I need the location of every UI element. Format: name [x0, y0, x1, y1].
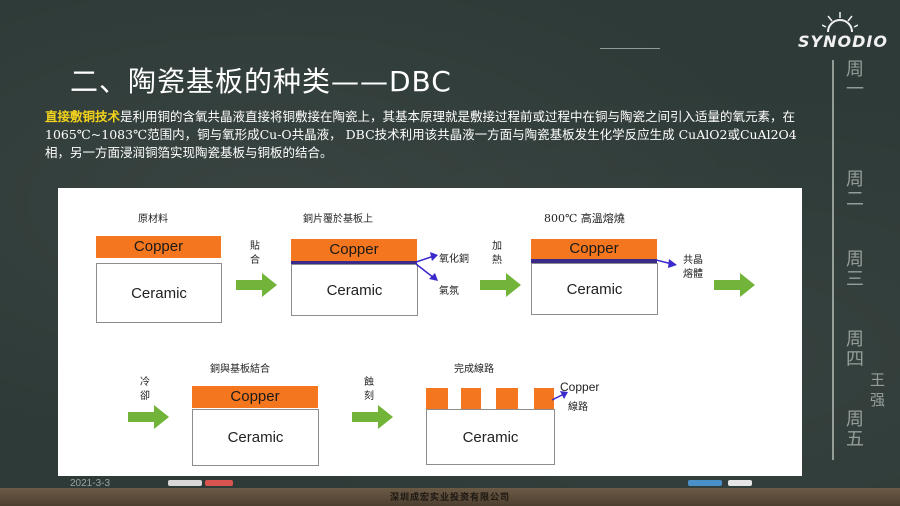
green-arrow-icon	[128, 405, 169, 429]
board-word-6: 周五	[846, 409, 864, 450]
step3-note-eutectic: 共晶熔體	[683, 255, 703, 280]
footer-company: 深圳成宏实业投资有限公司	[389, 493, 510, 503]
step5-caption: 完成線路	[454, 364, 494, 375]
dbc-process-diagram: 原材料 Copper Ceramic 貼合 銅片覆於基板上 Copper Cer…	[58, 188, 802, 476]
slide-date: 2021-3-3	[70, 478, 111, 489]
board-word-5: 王强	[870, 371, 886, 409]
step3-ceramic-block: Ceramic	[531, 263, 658, 315]
step5-copper-trace-1	[426, 388, 448, 410]
step1-caption: 原材料	[138, 214, 168, 225]
step2-ceramic-block: Ceramic	[291, 264, 418, 316]
step5-copper-trace-4	[534, 388, 554, 410]
step4-ceramic-block: Ceramic	[192, 409, 319, 466]
board-frame-bottom	[0, 488, 900, 506]
step2-caption: 銅片覆於基板上	[303, 214, 373, 225]
step5-note-copper: Copper	[560, 380, 600, 394]
green-arrow-icon	[714, 273, 755, 297]
chalk-piece-red	[205, 480, 233, 486]
step2-note-atmosphere: 氣氛	[439, 286, 459, 297]
arrow4-label: 蝕刻	[364, 377, 374, 402]
green-arrow-icon	[480, 273, 521, 297]
step1-copper-layer: Copper	[96, 236, 221, 258]
green-arrow-icon	[352, 405, 393, 429]
step5-pointer-arrow-icon	[552, 391, 568, 401]
chalk-piece-white	[168, 480, 202, 486]
arrow2-label: 加熱	[492, 241, 502, 266]
step3-pointer-arrow-icon	[656, 259, 677, 268]
green-arrow-icon	[236, 273, 277, 297]
board-word-1: 周一	[846, 59, 864, 100]
board-word-4: 周四	[846, 329, 864, 370]
step2-note-oxide: 氧化銅	[439, 254, 469, 265]
arrow3-label: 冷卻	[140, 377, 150, 402]
step2-copper-layer: Copper	[291, 239, 417, 264]
step4-copper-layer: Copper	[192, 386, 318, 408]
body-paragraph: 直接敷铜技术是利用铜的含氧共晶液直接将铜敷接在陶瓷上，其基本原理就是敷接过程前或…	[45, 108, 805, 162]
page-title: 二、陶瓷基板的种类——DBC	[70, 65, 452, 98]
chalk-divider-line	[832, 60, 834, 460]
company-logo: SYNODIO	[798, 32, 888, 51]
step2-pointer-arrows-icon	[416, 252, 438, 281]
chalk-piece-blue	[688, 480, 722, 486]
chalk-line-top	[600, 48, 660, 49]
arrow1-label: 貼合	[250, 241, 260, 266]
highlight-term: 直接敷铜技术	[45, 109, 121, 124]
step1-ceramic-block: Ceramic	[96, 263, 222, 323]
chalk-piece-white-2	[728, 480, 752, 486]
step5-copper-trace-2	[461, 388, 481, 410]
step5-ceramic-block: Ceramic	[426, 409, 555, 465]
step3-copper-layer: Copper	[531, 239, 657, 263]
step4-caption: 銅與基板結合	[210, 364, 270, 375]
step3-caption: 800℃ 高溫熔燒	[544, 212, 625, 225]
board-word-2: 周二	[846, 169, 864, 210]
step5-copper-trace-3	[496, 388, 518, 410]
body-text: 是利用铜的含氧共晶液直接将铜敷接在陶瓷上，其基本原理就是敷接过程前或过程中在铜与…	[45, 109, 797, 160]
board-word-3: 周三	[846, 249, 864, 290]
step5-note-circuit: 線路	[568, 402, 588, 413]
logo-sun-icon	[822, 12, 858, 32]
